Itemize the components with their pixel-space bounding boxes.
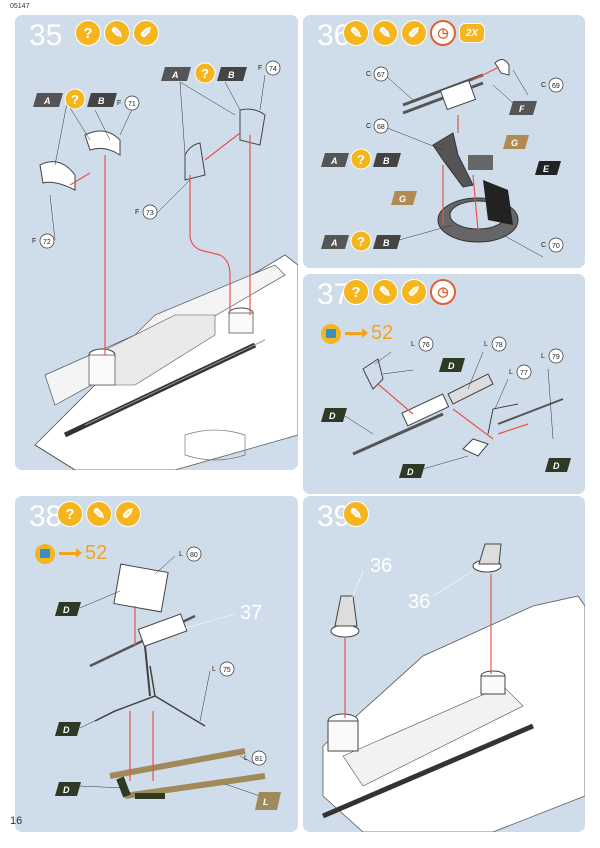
step-36-drawing: C 67 C 68 C 69 C 70 F G G E A ? B: [321, 59, 564, 258]
tag-b: B: [228, 70, 235, 80]
tag-a: A: [43, 96, 51, 106]
part-prefix: L: [541, 353, 545, 360]
part-number-67: 67: [377, 72, 385, 79]
step-37-drawing: L 76 L 78 L 77 L 79 D D D D: [321, 336, 571, 478]
document-code: 05147: [10, 3, 30, 10]
part-number-74: 74: [269, 66, 277, 73]
tag-a: A: [330, 238, 338, 248]
step-37-panel: 37 ? ✎ ✐ ◷ 52 L: [303, 274, 585, 494]
ref-page-number: 52: [371, 322, 394, 344]
step-35-drawing: A ? B A ? B F 71 F 72 F 73 F 74: [32, 60, 298, 470]
tag-d: D: [448, 361, 455, 371]
step-39-panel: 39 ✎ 36 36: [303, 496, 585, 832]
step-36-reference: 36: [408, 591, 430, 613]
part-number-75: 75: [223, 667, 231, 674]
part-prefix: C: [541, 242, 546, 249]
ref-page-number: 52: [85, 542, 108, 564]
part-prefix: C: [541, 82, 546, 89]
tag-d: D: [553, 461, 560, 471]
part-prefix: L: [509, 369, 513, 376]
part-number-77: 77: [520, 370, 528, 377]
page-reference[interactable]: 52: [35, 542, 107, 565]
tag-b: B: [98, 96, 105, 106]
tag-d: D: [63, 785, 70, 795]
part-number-73: 73: [146, 210, 154, 217]
part-number-68: 68: [377, 124, 385, 131]
step-36-panel: 36 ✎ ✎ ✐ ◷ 2X: [303, 15, 585, 268]
tag-d: D: [407, 467, 414, 477]
part-number-69: 69: [552, 83, 560, 90]
tag-g: G: [511, 138, 518, 148]
part-number-78: 78: [495, 342, 503, 349]
page-number: 16: [10, 815, 23, 827]
part-prefix: L: [484, 341, 488, 348]
paint-icon: ✐: [401, 20, 427, 46]
part-prefix: F: [135, 209, 139, 216]
part-prefix: F: [258, 65, 262, 72]
glue-icon: ✎: [86, 501, 112, 527]
page-reference[interactable]: 52: [321, 322, 393, 345]
book-icon: [321, 323, 341, 344]
step-38-panel: 38 ? ✎ ✐ 52: [15, 496, 298, 832]
part-number-71: 71: [128, 101, 136, 108]
paint-icon: ✐: [133, 20, 159, 46]
repeat-badge: 2X: [459, 23, 485, 43]
tag-b: B: [383, 238, 390, 248]
glue-icon: ✎: [343, 501, 369, 527]
clock-icon: ◷: [430, 20, 456, 46]
part-prefix: L: [244, 755, 248, 762]
tag-l: L: [263, 797, 269, 807]
svg-text:?: ?: [201, 66, 209, 81]
paint-icon: ✐: [401, 279, 427, 305]
part-number-81: 81: [255, 756, 263, 763]
step-36-reference: 36: [370, 555, 392, 577]
part-prefix: L: [179, 551, 183, 558]
step-38-drawing: L 80 37 L 75 L 81 D D D L: [55, 546, 281, 810]
tag-b: B: [383, 156, 390, 166]
book-icon: [35, 543, 55, 564]
tag-e: E: [543, 164, 550, 174]
glue-icon: ✎: [343, 20, 369, 46]
svg-text:?: ?: [357, 234, 365, 249]
tag-a: A: [330, 156, 338, 166]
part-number-76: 76: [422, 342, 430, 349]
glue-icon: ✎: [372, 279, 398, 305]
part-prefix: L: [411, 341, 415, 348]
step-number: 35: [29, 19, 63, 52]
help-icon: ?: [75, 20, 101, 46]
help-icon: ?: [57, 501, 83, 527]
tag-d: D: [329, 411, 336, 421]
tag-f: F: [519, 104, 525, 114]
step-35-panel: 35 ? ✎ ✐: [15, 15, 298, 470]
glue-icon: ✎: [372, 20, 398, 46]
part-prefix: F: [32, 238, 36, 245]
glue-icon: ✎: [104, 20, 130, 46]
part-prefix: L: [212, 666, 216, 673]
part-number-79: 79: [552, 354, 560, 361]
clock-icon: ◷: [430, 279, 456, 305]
step-37-reference: 37: [240, 602, 262, 624]
svg-text:?: ?: [357, 152, 365, 167]
part-number-70: 70: [552, 243, 560, 250]
step-number: 38: [29, 500, 63, 533]
part-prefix: C: [366, 71, 371, 78]
help-icon: ?: [343, 279, 369, 305]
tag-d: D: [63, 605, 70, 615]
part-number-72: 72: [43, 239, 51, 246]
tag-a: A: [171, 70, 179, 80]
part-prefix: C: [366, 123, 371, 130]
svg-text:?: ?: [71, 92, 79, 107]
tag-g: G: [399, 194, 406, 204]
part-number-80: 80: [190, 552, 198, 559]
step-39-drawing: 36 36: [322, 543, 585, 832]
arrow-icon: [345, 328, 368, 338]
part-prefix: F: [117, 100, 121, 107]
paint-icon: ✐: [115, 501, 141, 527]
tag-d: D: [63, 725, 70, 735]
arrow-icon: [59, 548, 82, 558]
